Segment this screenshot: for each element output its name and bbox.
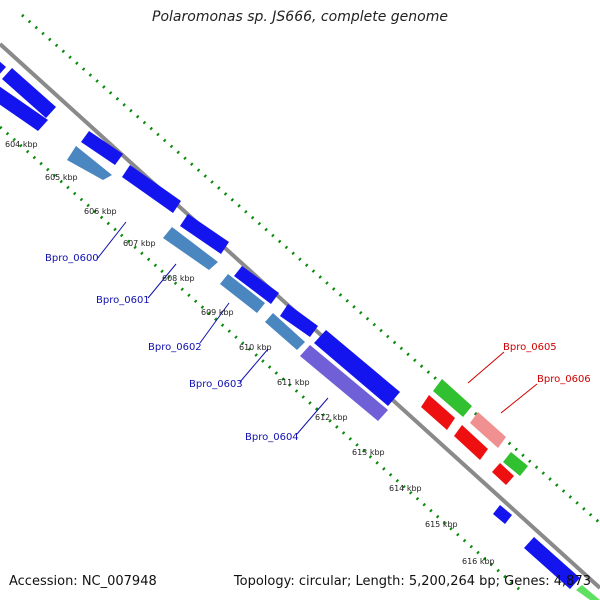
gene-feature-steel[interactable] xyxy=(67,146,112,180)
gene-feature-reverse[interactable] xyxy=(470,412,506,448)
gene-label-bpro-0600[interactable]: Bpro_0600 xyxy=(45,253,99,264)
gene-label-bpro-0604[interactable]: Bpro_0604 xyxy=(245,432,299,443)
scale-label: 609 kbp xyxy=(201,308,234,317)
label-leader-line xyxy=(467,351,505,384)
gene-feature-steel[interactable] xyxy=(220,274,265,313)
gene-feature-reverse[interactable] xyxy=(492,463,514,485)
gene-feature-reverse[interactable] xyxy=(421,395,455,430)
gene-label-bpro-0606[interactable]: Bpro_0606 xyxy=(537,374,591,385)
genome-summary: Topology: circular; Length: 5,200,264 bp… xyxy=(233,574,591,589)
accession-info: Accession: NC_007948 xyxy=(9,574,157,589)
scale-label: 606 kbp xyxy=(84,207,117,216)
scale-label: 611 kbp xyxy=(277,378,310,387)
map-title: Polaromonas sp. JS666, complete genome xyxy=(152,9,448,25)
label-leader-line xyxy=(296,397,329,435)
scale-label: 605 kbp xyxy=(45,173,78,182)
gene-feature-forward[interactable] xyxy=(314,330,400,406)
label-leader-line xyxy=(147,263,177,299)
gene-feature-steel[interactable] xyxy=(265,313,305,350)
gene-label-bpro-0605[interactable]: Bpro_0605 xyxy=(503,342,557,353)
gene-feature-forward[interactable] xyxy=(180,214,229,254)
scale-label: 607 kbp xyxy=(123,239,156,248)
gene-label-bpro-0601[interactable]: Bpro_0601 xyxy=(96,295,150,306)
label-leader-line xyxy=(199,302,230,344)
scale-label: 612 kbp xyxy=(315,413,348,422)
gene-feature-reverse[interactable] xyxy=(503,452,528,476)
scale-label: 613 kbp xyxy=(352,448,385,457)
gene-feature-forward[interactable] xyxy=(524,537,580,589)
scale-label: 614 kbp xyxy=(389,484,422,493)
label-leader-line xyxy=(96,221,127,260)
label-leader-line xyxy=(500,383,538,414)
gene-feature-steel[interactable] xyxy=(163,227,218,270)
gene-feature-reverse[interactable] xyxy=(433,379,472,417)
scale-label: 608 kbp xyxy=(162,274,195,283)
gene-feature-forward[interactable] xyxy=(493,505,512,524)
gene-feature-forward[interactable] xyxy=(2,68,56,118)
scale-label: 610 kbp xyxy=(239,343,272,352)
scale-label: 604 kbp xyxy=(5,140,38,149)
gene-label-bpro-0602[interactable]: Bpro_0602 xyxy=(148,342,202,353)
label-leader-line xyxy=(239,348,269,383)
gene-feature-forward[interactable] xyxy=(122,165,181,213)
gene-feature-purple[interactable] xyxy=(300,345,388,421)
gene-label-bpro-0603[interactable]: Bpro_0603 xyxy=(189,379,243,390)
gene-feature-reverse[interactable] xyxy=(576,585,600,600)
gene-feature-forward[interactable] xyxy=(0,84,48,131)
gene-feature-reverse[interactable] xyxy=(454,425,488,460)
gene-feature-forward[interactable] xyxy=(234,266,279,304)
scale-label: 615 kbp xyxy=(425,520,458,529)
scale-label: 616 kbp xyxy=(462,557,495,566)
gene-feature-forward[interactable] xyxy=(81,131,123,165)
gene-feature-forward[interactable] xyxy=(280,304,318,337)
outer-tick-track xyxy=(21,13,600,525)
gene-feature-forward[interactable] xyxy=(0,53,6,78)
